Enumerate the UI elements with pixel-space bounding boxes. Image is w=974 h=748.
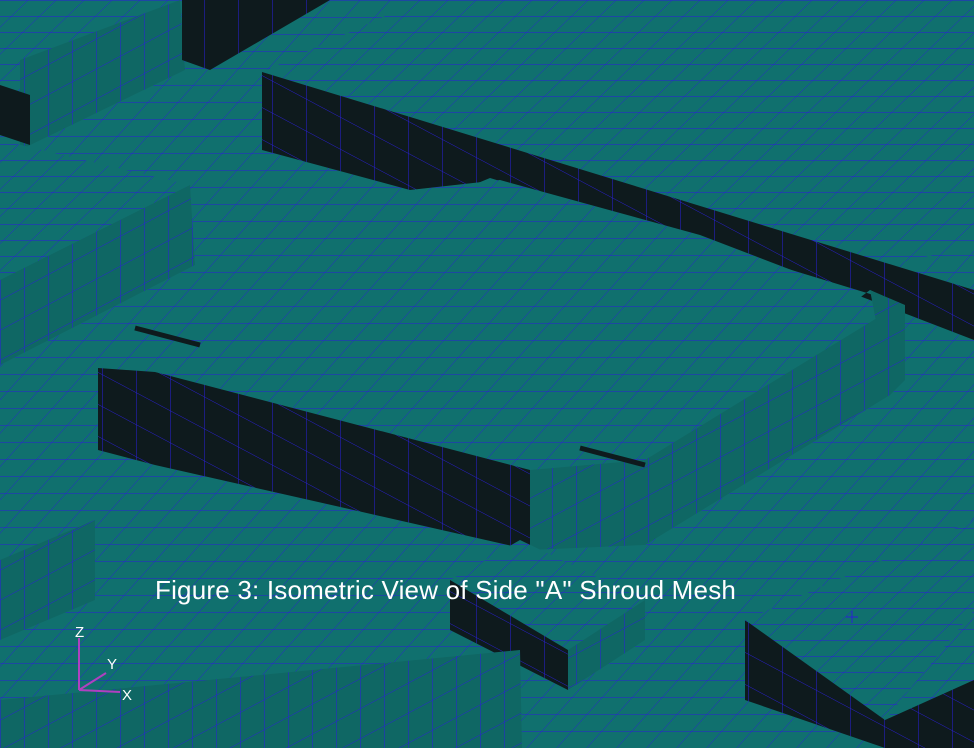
cursor-crosshair-icon [846, 611, 858, 623]
bottom-block-side [0, 650, 522, 748]
front-pillar-dark [450, 580, 568, 690]
slot-left [134, 325, 201, 348]
triad-x-label: X [122, 687, 133, 704]
block-upper-left-dark [0, 85, 30, 145]
front-pillar-light [568, 600, 645, 690]
triad-y-label: Y [107, 656, 118, 673]
shroud-platform-front-light [530, 310, 890, 550]
shroud-platform-front-dark [98, 368, 530, 550]
shroud-platform-top [135, 178, 890, 460]
slot-right [579, 445, 646, 468]
coordinate-triad [78, 638, 121, 693]
lower-left-block-side [0, 520, 95, 640]
shroud-right-lip [870, 290, 905, 395]
wall-top-center-dark [182, 0, 330, 70]
triad-y-axis [78, 672, 107, 691]
front-pillar-top [450, 540, 645, 650]
lower-right-block-dark [745, 620, 974, 748]
back-wall-top [262, 0, 974, 270]
figure-caption: Figure 3: Isometric View of Side "A" Shr… [155, 575, 737, 605]
left-block-top [0, 140, 190, 280]
back-wall-dark-face [262, 72, 974, 340]
left-block-side [0, 185, 195, 365]
block-upper-left-side [20, 0, 185, 150]
triad-x-axis [78, 689, 121, 693]
lower-right-block-top [745, 520, 974, 720]
triad-z-label: Z [75, 624, 85, 641]
